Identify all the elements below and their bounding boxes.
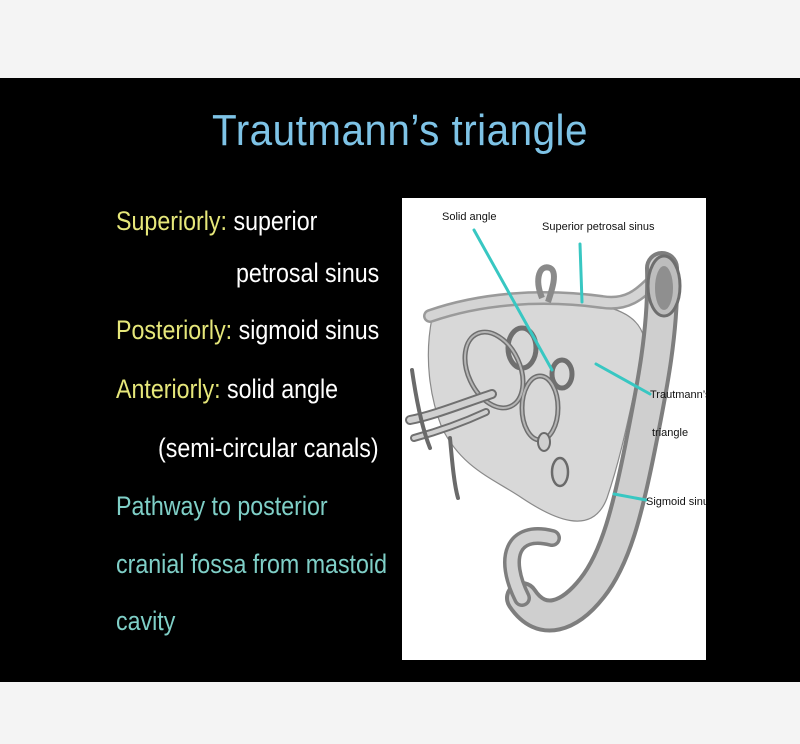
label-superior-petrosal-sinus: Superior petrosal sinus <box>542 221 655 233</box>
anteriorly-line: Anteriorly: solid angle <box>116 374 338 405</box>
superiorly-text: superior <box>233 206 318 236</box>
label-solid-angle: Solid angle <box>442 211 496 223</box>
anatomy-drawing: Solid angle Superior petrosal sinus Trau… <box>405 211 706 633</box>
anteriorly-line-2: (semi-circular canals) <box>158 433 379 463</box>
anteriorly-text: solid angle <box>226 374 339 404</box>
pathway-line-2: cranial fossa from mastoid <box>116 549 388 579</box>
pathway-line-3: cavity <box>116 606 176 636</box>
superiorly-line: Superiorly: superior <box>116 206 317 237</box>
label-sigmoid-sinus: Sigmoid sinus <box>646 496 706 508</box>
label-triangle: triangle <box>652 427 688 439</box>
pathway-line-1: Pathway to posterior <box>116 491 328 521</box>
nerve-bundle-shape <box>405 368 497 500</box>
superiorly-label: Superiorly: <box>116 206 227 236</box>
posteriorly-text: sigmoid sinus <box>238 315 380 345</box>
pointer-lines <box>472 228 652 502</box>
anteriorly-label: Anteriorly: <box>116 374 221 404</box>
anatomy-illustration: Solid angle Superior petrosal sinus Trau… <box>402 198 706 660</box>
superiorly-line-2: petrosal sinus <box>236 258 380 288</box>
label-trautmanns: Trautmann’s <box>650 389 706 401</box>
slide-title: Trautmann’s triangle <box>212 106 588 155</box>
posteriorly-label: Posteriorly: <box>116 315 233 345</box>
posteriorly-line: Posteriorly: sigmoid sinus <box>116 315 379 346</box>
